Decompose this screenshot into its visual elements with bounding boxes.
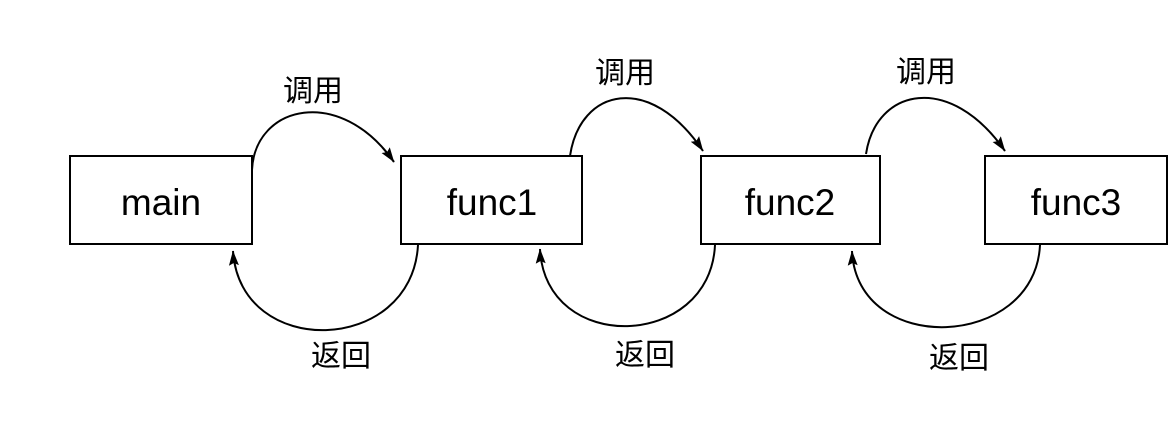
node-func1-box [400,155,583,245]
edge-call-func1-func2: 调用 [569,57,704,157]
node-func2-box [700,155,881,245]
node-func2: func2 [700,155,881,245]
node-func2-label: func2 [745,182,836,223]
node-main-label: main [121,182,201,223]
edge-return-func3-func2-path [847,244,1041,329]
edge-call-main-func1-path [251,111,395,171]
edge-label-return-1: 返回 [311,340,371,373]
edge-return-func3-func2: 返回 [847,244,1041,375]
node-main: main [69,155,253,245]
edge-label-call-1: 调用 [283,75,343,108]
edge-return-func2-func1-path [535,244,716,328]
edge-return-func1-main-path [228,244,419,332]
edge-label-call-2: 调用 [595,57,655,90]
edge-label-return-3: 返回 [929,342,989,375]
edge-return-func2-func1: 返回 [535,244,716,372]
node-func3: func3 [984,155,1168,245]
node-main-box [69,155,253,245]
node-func1: func1 [400,155,583,245]
node-func3-label: func3 [1031,182,1122,223]
edge-label-call-3: 调用 [896,56,956,89]
node-func3-box [984,155,1168,245]
edge-call-func1-func2-path [569,97,704,157]
edge-label-return-2: 返回 [615,339,675,372]
edge-call-func2-func3-path [865,97,1006,155]
edge-return-func1-main: 返回 [228,244,419,373]
node-func1-label: func1 [447,182,538,223]
edge-call-func2-func3: 调用 [865,56,1006,155]
edge-call-main-func1: 调用 [251,75,395,171]
